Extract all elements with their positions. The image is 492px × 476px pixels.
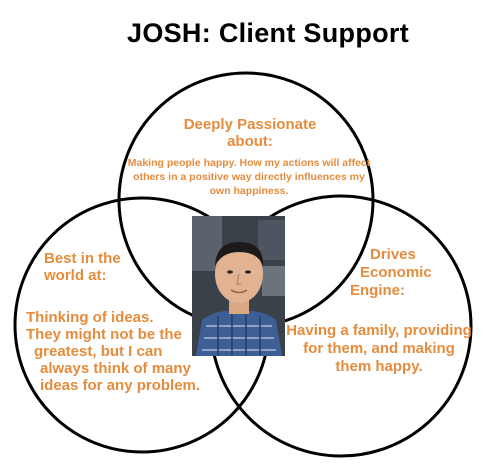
person-photo [192,216,285,356]
right-heading-line: Drives [370,246,416,263]
left-body-line: always think of many [40,360,191,377]
left-circle-heading: Best in the world at: [44,250,121,284]
left-body-line: They might not be the [26,326,182,343]
top-circle-body: Making people happy. How my actions will… [127,157,371,197]
right-heading-line: Engine: [350,282,405,299]
right-circle-heading: Drives Economic Engine: [350,246,432,300]
left-circle-body: Thinking of ideas. They might not be the… [26,309,200,394]
left-body-line: ideas for any problem. [40,377,201,394]
left-body-line: Thinking of ideas. [26,309,154,326]
person-photo-icon [192,216,285,356]
right-heading-line: Economic [360,264,432,281]
right-circle-body: Having a family, providing for them, and… [286,322,472,375]
top-circle-heading: Deeply Passionate about: [183,116,317,150]
page-title: JOSH: Client Support [127,18,409,48]
left-body-line: greatest, but I can [34,343,163,360]
